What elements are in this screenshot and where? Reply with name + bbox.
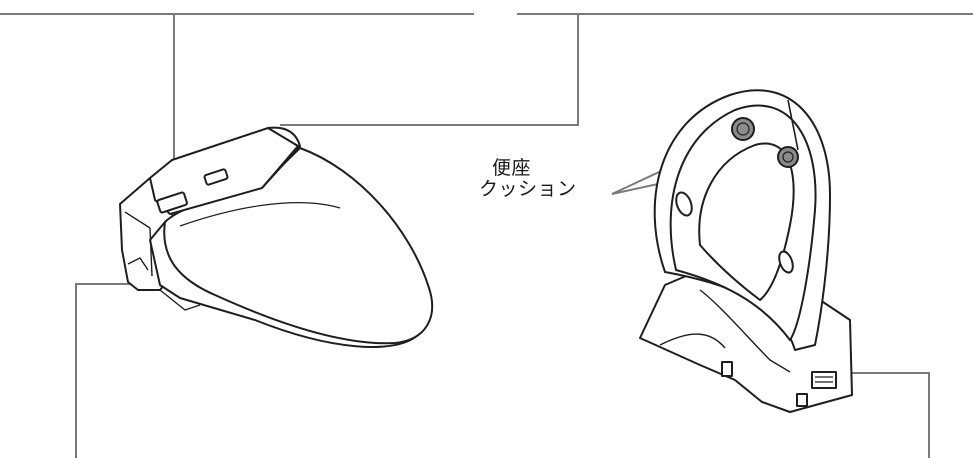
seat-cushion-lower-inner — [782, 151, 794, 163]
leader-line-right-bottom — [840, 372, 930, 458]
seat-opening — [698, 142, 795, 301]
seat-cushion-label-line1: 便座 — [492, 157, 532, 179]
closed-seat-unit — [119, 126, 434, 348]
base-connector — [811, 371, 837, 389]
sensor-window-right — [203, 168, 229, 186]
leader-lines — [0, 13, 973, 458]
seat-cushion-upper — [731, 117, 755, 141]
slot-right — [778, 250, 794, 274]
seat-cushion-upper-inner — [736, 122, 750, 136]
rear-housing — [261, 126, 301, 189]
leader-line-lid — [280, 13, 973, 126]
sensor-window-left — [156, 191, 188, 214]
slot-left — [675, 191, 693, 217]
open-seat-unit — [639, 89, 853, 413]
seat-cushion-label-line2: クッション — [479, 178, 577, 200]
seat-cushion-lower — [777, 146, 799, 168]
leader-line-left-bottom — [75, 283, 138, 458]
